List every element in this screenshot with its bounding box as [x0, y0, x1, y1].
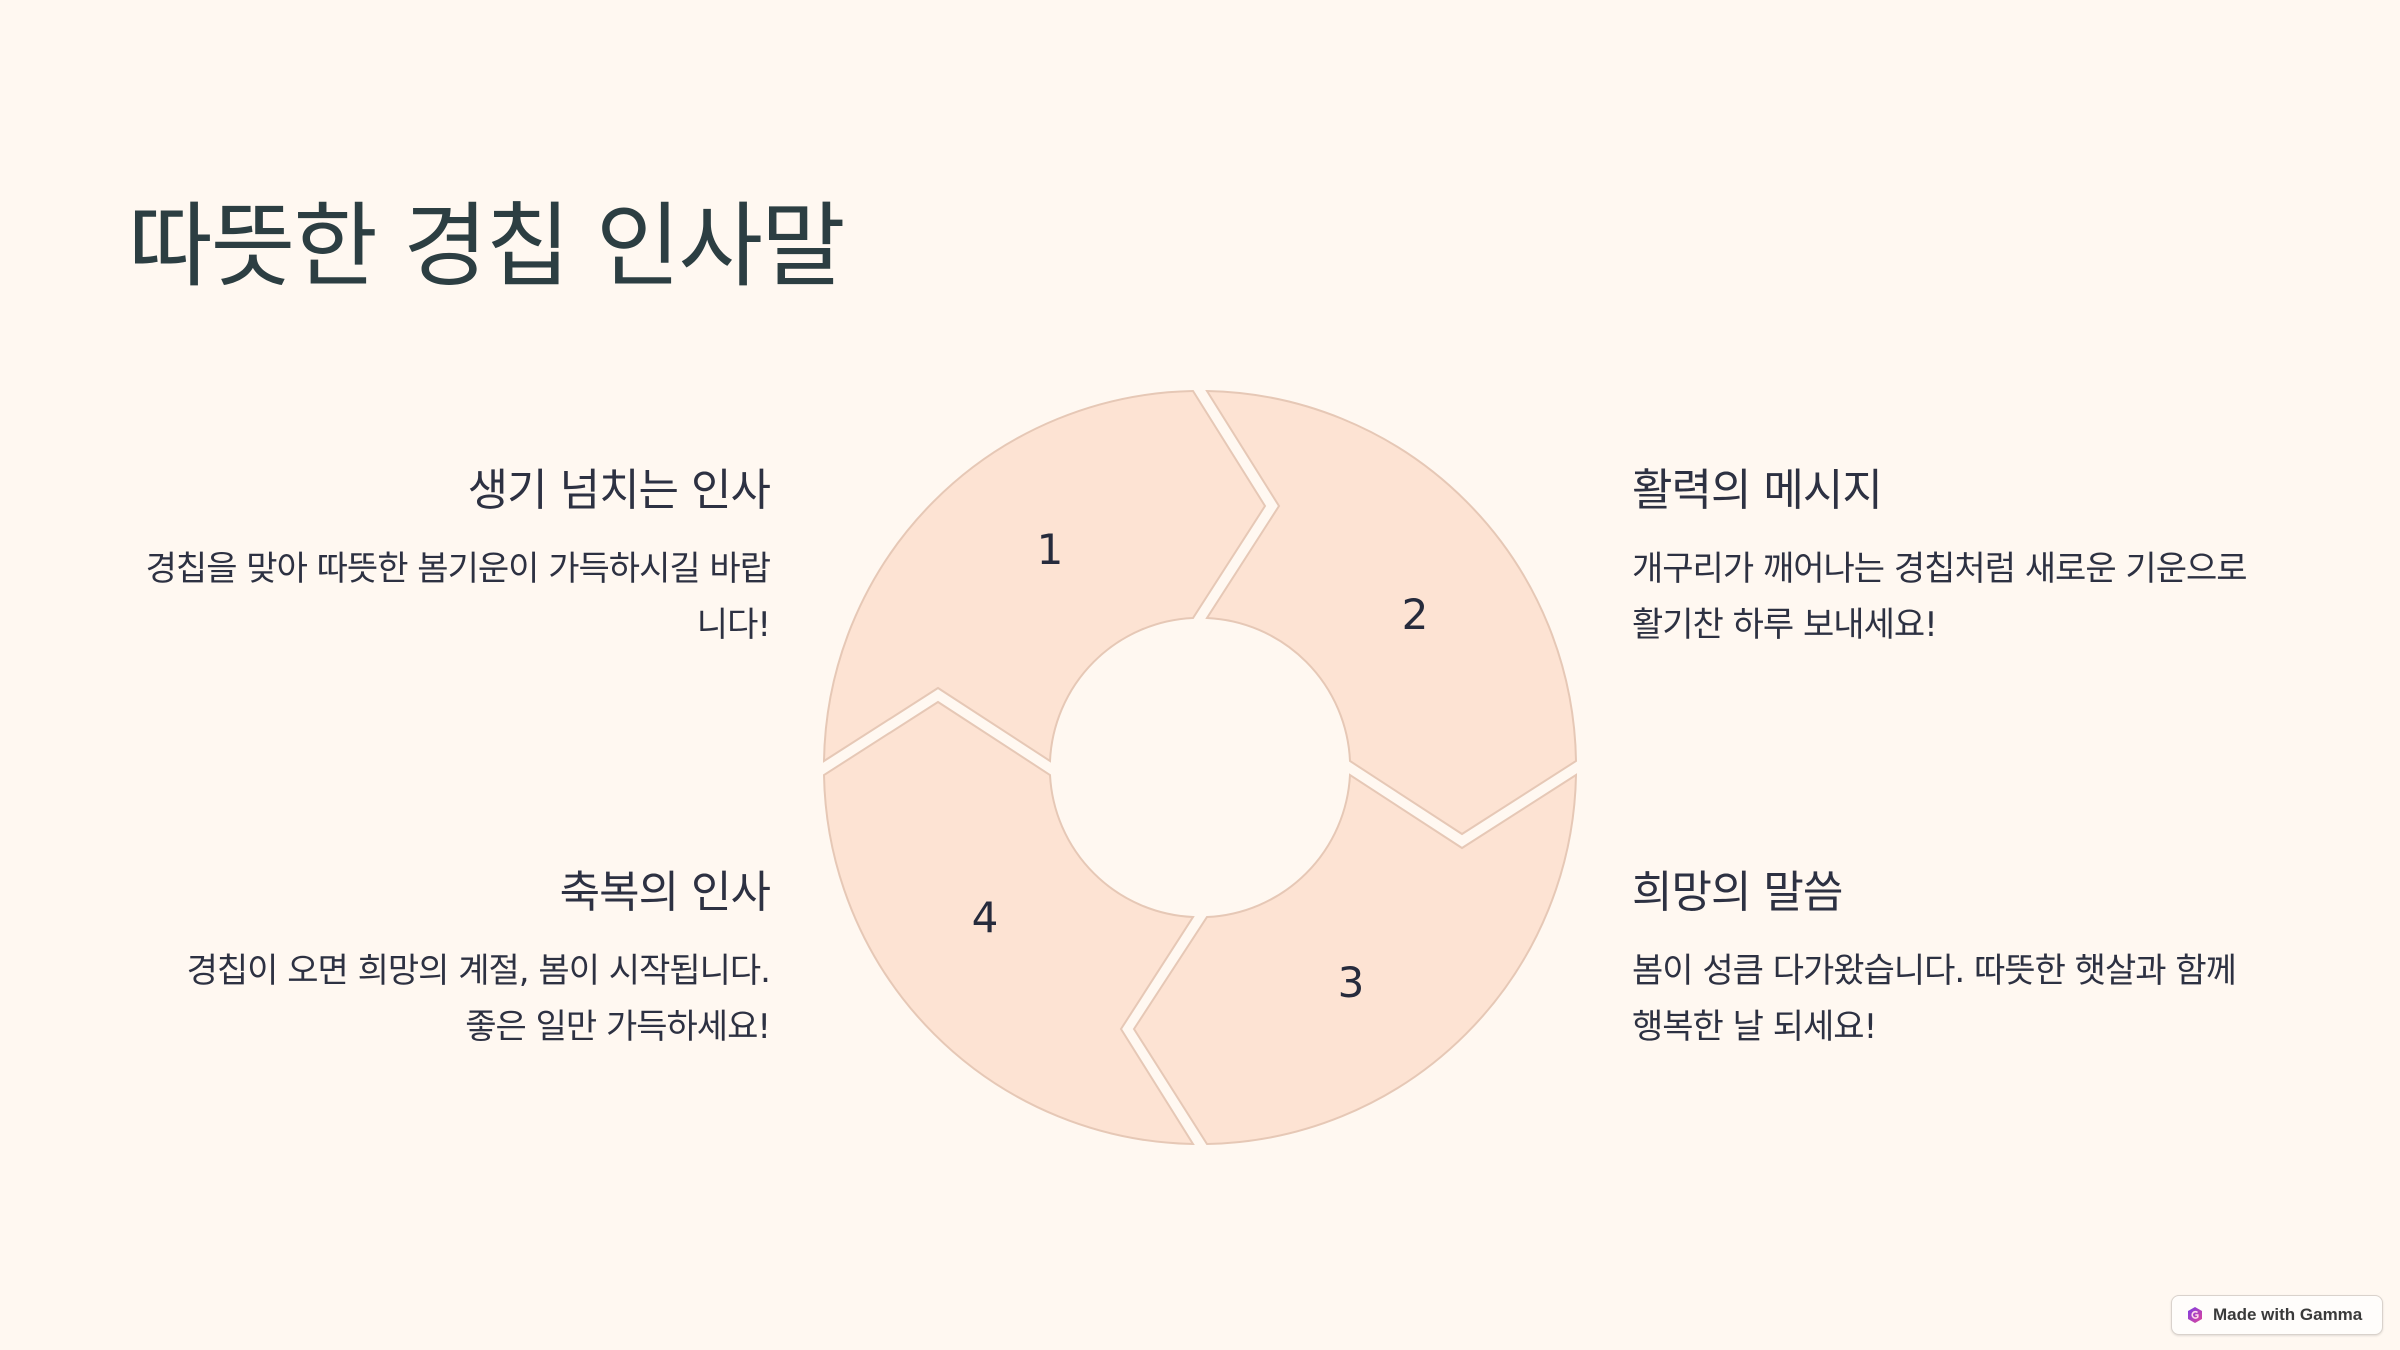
gamma-logo-icon	[2188, 1307, 2202, 1323]
segment-1[interactable]: 1	[822, 389, 1267, 763]
cycle-item-1: 생기 넘치는 인사 경칩을 맞아 따뜻한 봄기운이 가득하시길 바랍니다!	[130, 462, 771, 653]
segment-4[interactable]: 4	[822, 700, 1195, 1146]
segment-3-shape[interactable]	[1132, 773, 1578, 1146]
segment-3[interactable]: 3	[1132, 773, 1578, 1146]
cycle-item-2: 활력의 메시지 개구리가 깨어나는 경칩처럼 새로운 기운으로 활기찬 하루 보…	[1632, 462, 2272, 653]
segment-number-4: 4	[972, 893, 999, 942]
item-body: 봄이 성큼 다가왔습니다. 따뜻한 햇살과 함께 행복한 날 되세요!	[1632, 951, 2237, 1048]
badge-label: Made with Gamma	[2213, 1305, 2363, 1324]
item-heading: 희망의 말씀	[1632, 867, 1843, 918]
item-heading: 생기 넘치는 인사	[467, 465, 771, 516]
cycle-item-3: 희망의 말씀 봄이 성큼 다가왔습니다. 따뜻한 햇살과 함께 행복한 날 되세…	[1632, 864, 2272, 1055]
item-body: 경칩을 맞아 따뜻한 봄기운이 가득하시길 바랍니다!	[145, 549, 771, 646]
segment-number-3: 3	[1338, 958, 1365, 1007]
segment-1-shape[interactable]	[822, 389, 1267, 763]
item-body: 개구리가 깨어나는 경칩처럼 새로운 기운으로 활기찬 하루 보내세요!	[1632, 549, 2248, 646]
item-body: 경칩이 오면 희망의 계절, 봄이 시작됩니다. 좋은 일만 가득하세요!	[186, 951, 771, 1048]
segment-2[interactable]: 2	[1205, 389, 1578, 836]
item-heading: 활력의 메시지	[1632, 465, 1883, 516]
segment-number-2: 2	[1402, 590, 1429, 639]
segment-4-shape[interactable]	[822, 700, 1195, 1146]
segment-2-shape[interactable]	[1205, 389, 1578, 836]
item-heading: 축복의 인사	[559, 867, 771, 918]
cycle-item-4: 축복의 인사 경칩이 오면 희망의 계절, 봄이 시작됩니다. 좋은 일만 가득…	[130, 864, 771, 1055]
slide-title: 따뜻한 경칩 인사말	[128, 193, 846, 300]
made-with-gamma-badge[interactable]: Made with Gamma	[2171, 1295, 2383, 1335]
segment-number-1: 1	[1037, 525, 1064, 574]
